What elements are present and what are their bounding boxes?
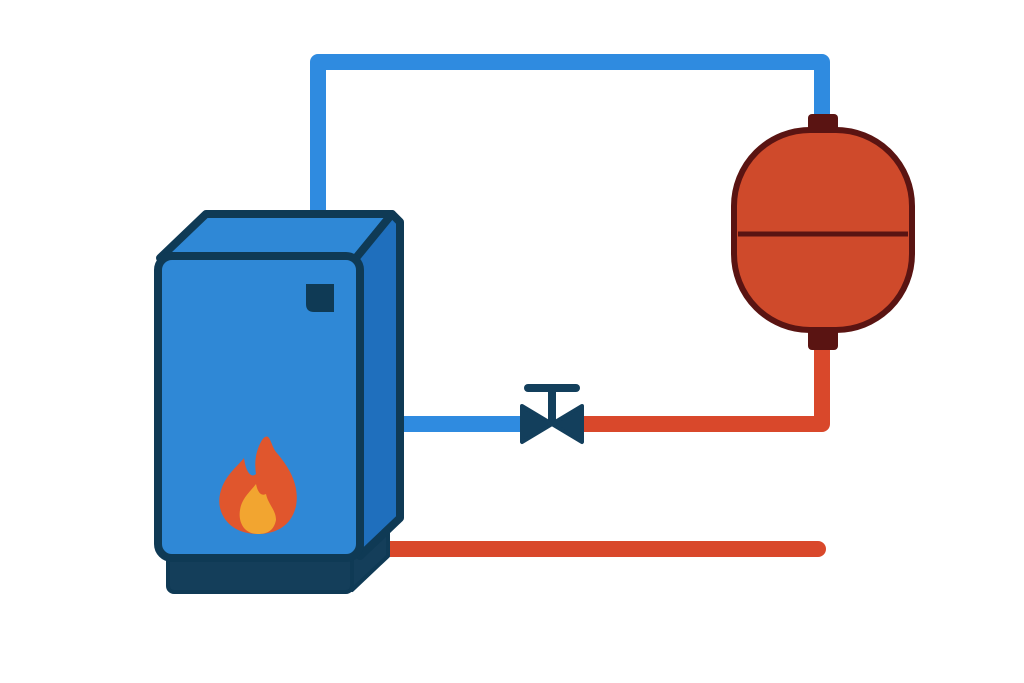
boiler-icon: [154, 210, 404, 594]
hot-pipe-to-vessel: [568, 337, 830, 432]
flame-icon: [219, 436, 297, 534]
valve-icon: [520, 384, 584, 444]
boiler-front: [154, 252, 364, 562]
valve-body: [520, 404, 584, 444]
boiler-control-panel: [306, 284, 334, 312]
valve-stem: [548, 388, 556, 422]
vessel-body: [731, 127, 915, 333]
flame-outer: [219, 436, 297, 534]
flame-inner: [239, 484, 276, 534]
cold-pipe-loop: [310, 54, 830, 218]
expansion-vessel-icon: [731, 114, 915, 350]
